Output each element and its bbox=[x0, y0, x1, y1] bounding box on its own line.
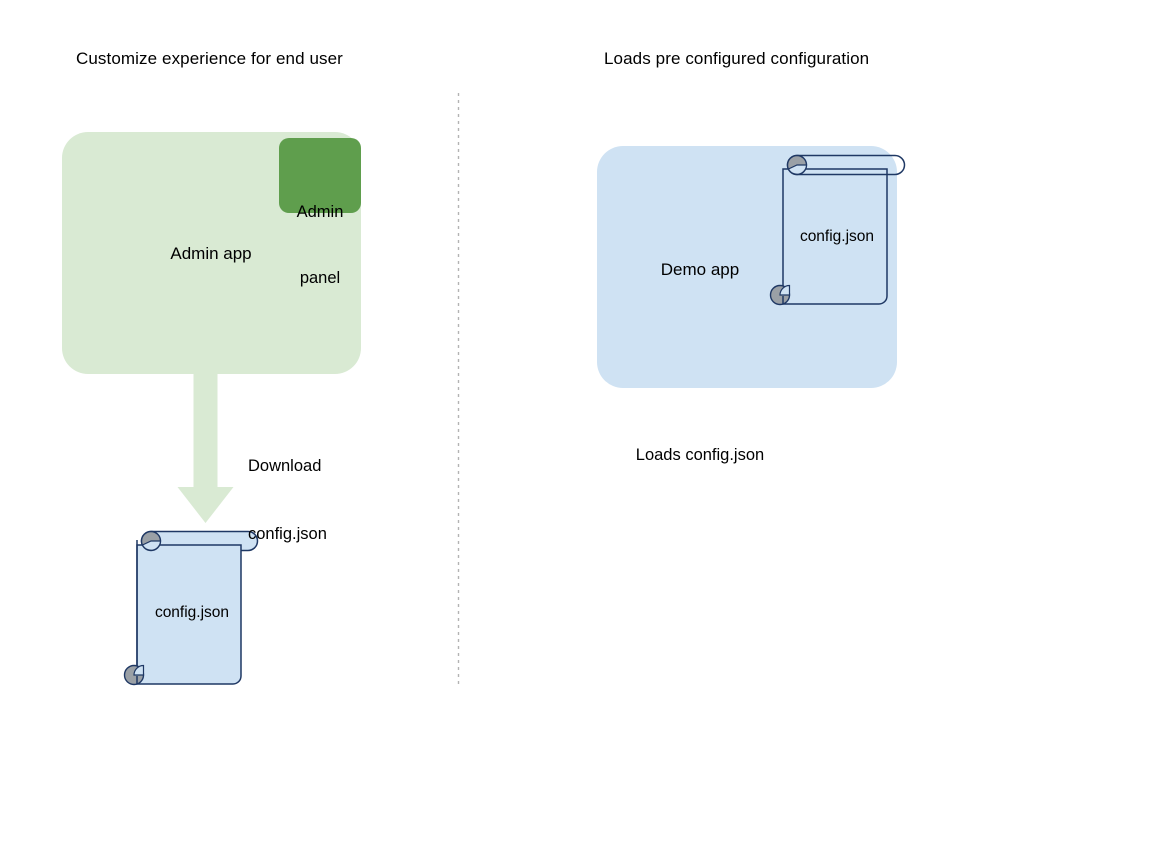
download-arrow-shape bbox=[177, 366, 234, 523]
left-column-title: Customize experience for end user bbox=[76, 49, 343, 68]
download-arrow-label-line2: config.json bbox=[248, 524, 327, 543]
download-arrow-label-line1: Download bbox=[248, 456, 322, 475]
admin-panel-label-line1: Admin bbox=[296, 202, 344, 221]
admin-app-label: Admin app bbox=[170, 244, 252, 263]
loads-config-caption: Loads config.json bbox=[635, 446, 765, 464]
admin-panel-shape[interactable] bbox=[279, 138, 361, 213]
config-json-right-top-curl-highlight bbox=[787, 164, 808, 175]
config-json-right-body bbox=[782, 168, 888, 305]
config-json-right-shape[interactable] bbox=[769, 154, 906, 306]
config-json-right-bottom-curl-highlight bbox=[779, 284, 791, 296]
right-column-title: Loads pre configured configuration bbox=[604, 49, 870, 68]
demo-app-shape[interactable] bbox=[597, 146, 897, 388]
config-json-right-label: config.json bbox=[799, 228, 875, 245]
config-json-left-body bbox=[136, 544, 242, 685]
config-json-left-label: config.json bbox=[154, 604, 230, 621]
config-json-left-bottom-curl-highlight bbox=[133, 664, 145, 676]
config-json-left-top-curl-highlight bbox=[141, 540, 162, 551]
admin-panel-label: Admin panel bbox=[276, 156, 364, 334]
demo-app-label: Demo app bbox=[660, 260, 740, 279]
admin-panel-label-line2: panel bbox=[299, 269, 341, 288]
download-arrow-label: Download config.json bbox=[248, 409, 327, 591]
config-json-left-shape[interactable] bbox=[123, 530, 259, 686]
